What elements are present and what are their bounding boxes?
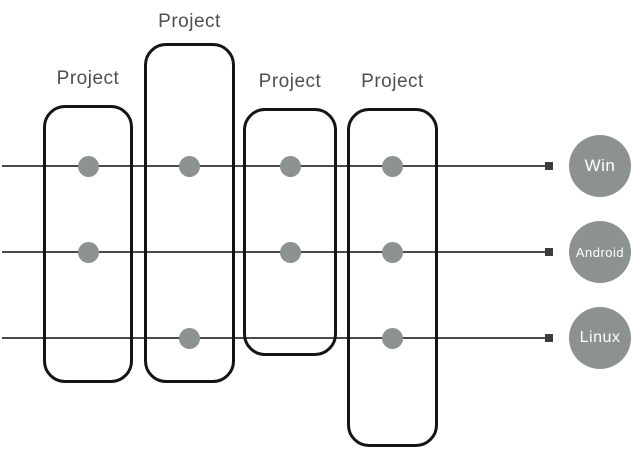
connection-dot-project3-android	[280, 242, 301, 263]
connection-dot-project4-win	[382, 156, 403, 177]
platform-node-android: Android	[569, 221, 631, 283]
platform-node-win: Win	[569, 135, 631, 197]
connection-dot-project1-android	[78, 242, 99, 263]
project-label-2: Project	[158, 11, 221, 32]
project-box-1	[43, 105, 133, 383]
connection-dot-project4-linux	[382, 328, 403, 349]
platform-node-android-label: Android	[575, 244, 625, 260]
platform-node-linux-label: Linux	[579, 329, 621, 346]
project-label-3: Project	[258, 71, 322, 92]
project-label-4: Project	[361, 71, 424, 92]
line-endpoint-square-win	[545, 162, 553, 170]
project-box-3	[243, 108, 337, 356]
project-box-4	[347, 108, 438, 447]
platform-line-android	[2, 251, 545, 253]
platform-node-linux: Linux	[569, 307, 631, 369]
connection-dot-project2-linux	[179, 328, 200, 349]
line-endpoint-square-linux	[545, 334, 553, 342]
platform-line-linux	[2, 337, 545, 339]
connection-dot-project2-win	[179, 156, 200, 177]
project-label-1: Project	[56, 68, 120, 89]
connection-dot-project3-win	[280, 156, 301, 177]
connection-dot-project4-android	[382, 242, 403, 263]
platform-node-win-label: Win	[584, 156, 616, 175]
line-endpoint-square-android	[545, 248, 553, 256]
project-box-2	[144, 43, 235, 383]
connection-dot-project1-win	[78, 156, 99, 177]
platform-line-win	[2, 165, 545, 167]
